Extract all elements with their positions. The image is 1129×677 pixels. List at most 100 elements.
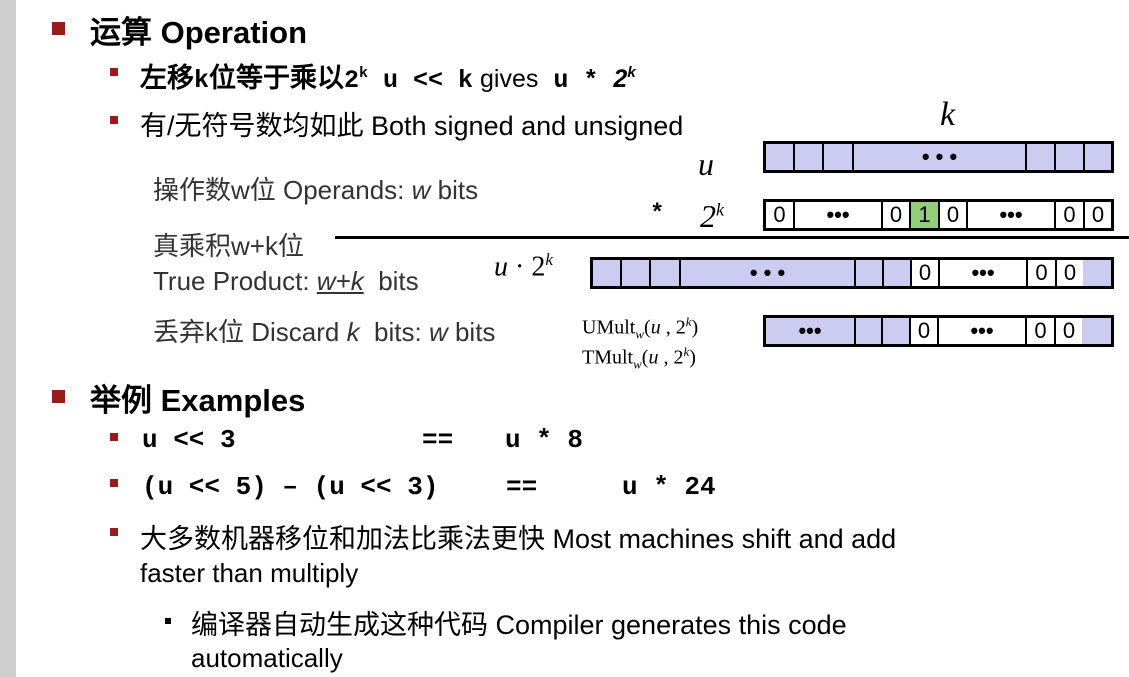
register-ellipsis: • • • — [681, 260, 856, 286]
text-fragment: 2 — [700, 198, 716, 234]
bullet-marker — [110, 68, 118, 76]
register-cell — [884, 260, 912, 286]
register-cell — [1085, 144, 1111, 170]
register-ellipsis: ••• — [766, 318, 856, 344]
code-mult: u * — [538, 66, 614, 95]
register-cell — [1027, 144, 1056, 170]
text-fragment: UMult — [582, 316, 636, 339]
text-fragment: 2 — [531, 251, 546, 283]
code-k: k — [194, 66, 210, 95]
text-fragment: bits — [363, 266, 419, 296]
multiplication-rule — [335, 236, 1129, 239]
register-cell — [766, 144, 795, 170]
text-fragment: , 2 — [658, 346, 684, 369]
register-cell — [856, 260, 884, 286]
tmult-label: TMultw(u , 2k) — [582, 344, 696, 373]
bullet-marker — [110, 116, 118, 124]
code-eq: == — [422, 425, 454, 455]
code-right: u * 24 — [622, 472, 716, 502]
subnote-line-2: automatically — [191, 643, 343, 673]
exponent-k: k — [545, 250, 553, 269]
note-line-1: 大多数机器移位和加法比乘法更快 Most machines shift and … — [140, 524, 897, 554]
text-fragment: ( — [641, 346, 649, 369]
bit-zero: 0 — [766, 202, 795, 228]
text-fragment: 操作数w位 Operands: — [153, 175, 412, 205]
bullet-marker — [52, 390, 65, 403]
u-label: u — [698, 146, 714, 182]
bit-zero: 0 — [883, 202, 911, 228]
text-fragment: u — [650, 316, 661, 339]
code-example-2: (u << 5) – (u << 3) — [142, 472, 438, 502]
umult-label: UMultw(u , 2k) — [582, 314, 698, 343]
note-line-2: faster than multiply — [140, 558, 359, 588]
register-umult: ••• 0 ••• 0 0 — [763, 315, 1114, 347]
two-k-label: 2k — [700, 198, 724, 235]
heading-operation: 运算 Operation — [90, 15, 308, 50]
register-cell — [651, 260, 681, 286]
bit-zero: 0 — [940, 202, 968, 228]
text-fragment: True Product: — [153, 266, 317, 296]
k-bracket-label: k — [940, 96, 956, 133]
heading-examples: 举例 Examples — [90, 383, 306, 418]
operands-label: 操作数w位 Operands: w bits — [153, 170, 478, 207]
var-w: w — [428, 317, 448, 347]
text-fragment: 丢弃k位 Discard — [153, 317, 347, 347]
text-fragment: 位等于乘以 — [209, 63, 345, 93]
code-eq: == — [506, 472, 538, 502]
subscript-w: w — [633, 356, 642, 372]
bit-zero: 0 — [1056, 202, 1085, 228]
var-k: k — [346, 317, 360, 347]
text-fragment: ) — [689, 346, 696, 369]
text-gives: gives — [473, 65, 539, 93]
code-shift: u << k — [368, 66, 474, 95]
product-label: u · 2k — [494, 250, 553, 283]
register-cell — [795, 144, 824, 170]
text-fragment: 左移 — [140, 63, 194, 93]
exponent-k: k — [627, 64, 636, 81]
bit-zero: 0 — [1056, 318, 1082, 344]
var-wk: w+k — [316, 266, 364, 296]
two-power: 2 — [613, 65, 628, 93]
bullet-marker — [110, 479, 118, 487]
bullet-marker — [110, 528, 118, 536]
text-fragment: bits — [430, 175, 479, 205]
bit-zero: 0 — [912, 260, 940, 286]
text-fragment: bits — [447, 317, 496, 347]
register-ellipsis: • • • — [854, 144, 1027, 170]
exponent-k: k — [716, 199, 724, 220]
bullet-marker — [165, 618, 171, 624]
text-fragment: u — [494, 251, 508, 283]
bit-zero: 0 — [1028, 260, 1057, 286]
register-cell — [883, 318, 911, 344]
slide-left-margin-bar — [0, 0, 16, 677]
bit-zero: 0 — [1027, 318, 1056, 344]
text-fragment: , 2 — [660, 316, 686, 339]
var-w: w — [411, 175, 431, 205]
register-cell — [593, 260, 622, 286]
register-ellipsis: ••• — [940, 260, 1028, 286]
bit-zero: 0 — [911, 318, 939, 344]
text-fragment: · — [508, 251, 532, 283]
register-ellipsis: ••• — [968, 202, 1056, 228]
text-fragment: TMult — [582, 346, 634, 369]
bit-zero: 0 — [1057, 260, 1083, 286]
code-example-1: u << 3 — [142, 425, 236, 455]
text-fragment: bits: — [359, 317, 429, 347]
exponent-k: k — [683, 344, 690, 359]
register-cell — [856, 318, 883, 344]
register-two-k: 0 ••• 0 1 0 ••• 0 0 — [763, 199, 1114, 231]
register-cell — [622, 260, 651, 286]
register-cell — [824, 144, 854, 170]
discard-label: 丢弃k位 Discard k bits: w bits — [153, 312, 495, 349]
code-right: u * 8 — [505, 425, 584, 455]
exponent-k: k — [359, 65, 369, 82]
true-product-label-cn: 真乘积w+k位 — [153, 231, 304, 261]
text-fragment: ( — [644, 316, 651, 339]
bullet-marker — [52, 22, 65, 35]
register-product: • • • 0 ••• 0 0 — [590, 257, 1114, 289]
register-ellipsis: ••• — [795, 202, 883, 228]
subscript-w: w — [635, 326, 645, 342]
bullet-marker — [110, 433, 118, 441]
text-fragment: u — [648, 346, 659, 369]
true-product-label-en: True Product: w+k bits — [153, 266, 419, 297]
